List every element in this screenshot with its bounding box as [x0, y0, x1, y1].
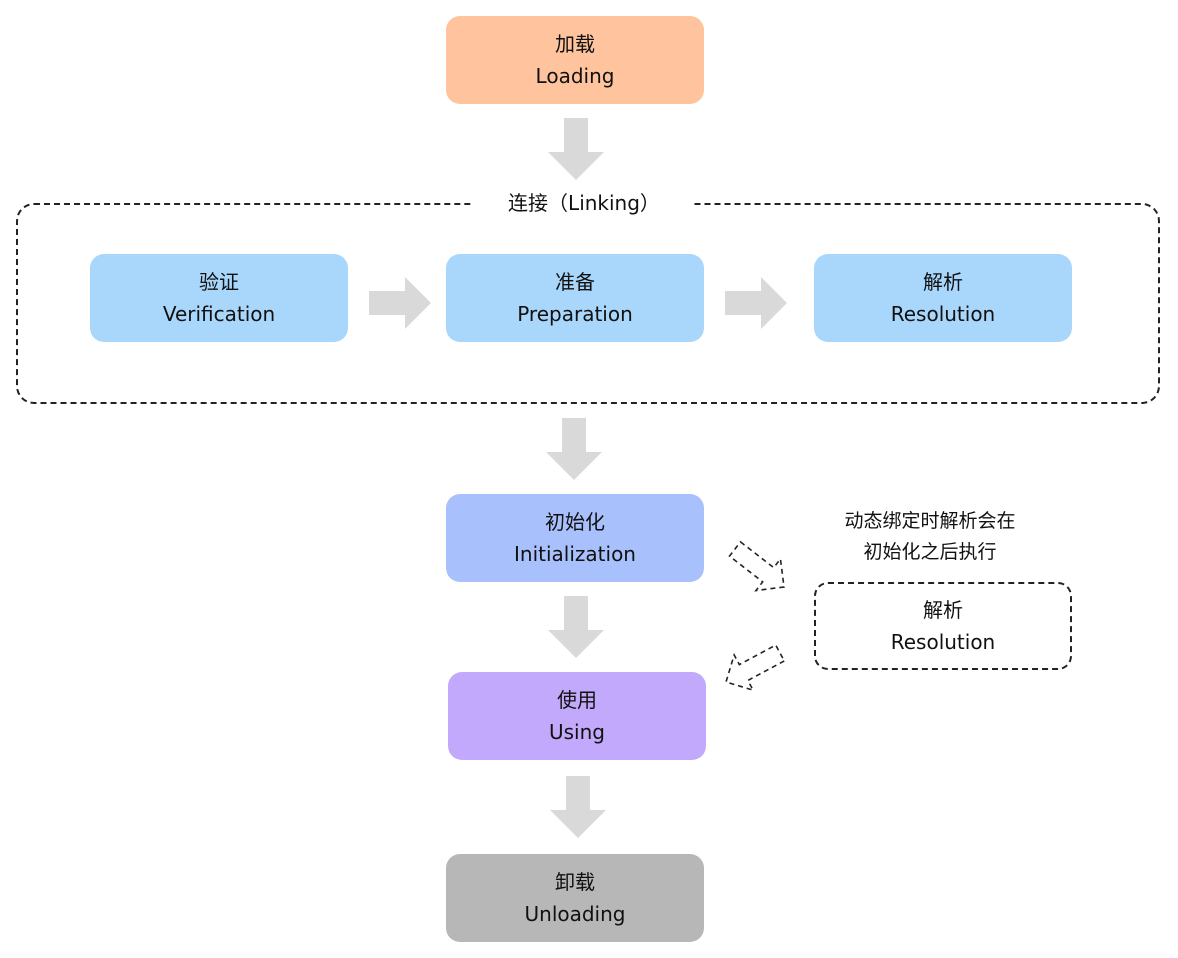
- using-zh: 使用: [557, 688, 597, 712]
- resolution-node: 解析 Resolution: [814, 254, 1072, 342]
- resolution-en: Resolution: [890, 302, 996, 326]
- initialization-zh: 初始化: [545, 510, 605, 534]
- using-node: 使用 Using: [448, 672, 706, 760]
- initialization-node: 初始化 Initialization: [446, 494, 704, 582]
- unloading-node: 卸载 Unloading: [446, 854, 704, 942]
- note-line-1: 动态绑定时解析会在: [844, 510, 1016, 532]
- dynamic-binding-note: 动态绑定时解析会在 初始化之后执行: [790, 506, 1070, 568]
- late-resolution-en: Resolution: [890, 630, 996, 654]
- arrow-preparation-to-resolution: [725, 277, 787, 329]
- dashed-arrow-initialization-to-resolution: [728, 540, 785, 592]
- late-resolution-zh: 解析: [923, 598, 963, 622]
- preparation-zh: 准备: [555, 270, 595, 294]
- dashed-arrow-resolution-to-using: [725, 643, 786, 692]
- verification-node: 验证 Verification: [90, 254, 348, 342]
- arrow-verification-to-preparation: [369, 277, 431, 329]
- arrow-linking-to-initialization: [546, 418, 602, 480]
- resolution-zh: 解析: [923, 270, 963, 294]
- linking-group-label: 连接（Linking）: [474, 186, 694, 220]
- loading-node: 加载 Loading: [446, 16, 704, 104]
- loading-en: Loading: [535, 64, 615, 88]
- preparation-en: Preparation: [517, 302, 633, 326]
- verification-zh: 验证: [199, 270, 239, 294]
- late-resolution-node: 解析 Resolution: [814, 582, 1072, 670]
- preparation-node: 准备 Preparation: [446, 254, 704, 342]
- initialization-en: Initialization: [514, 542, 636, 566]
- loading-zh: 加载: [555, 32, 595, 56]
- note-line-2: 初始化之后执行: [863, 541, 997, 563]
- unloading-en: Unloading: [524, 902, 626, 926]
- arrow-using-to-unloading: [550, 776, 606, 838]
- unloading-zh: 卸载: [555, 870, 595, 894]
- verification-en: Verification: [162, 302, 276, 326]
- using-en: Using: [549, 720, 605, 744]
- arrow-loading-to-linking: [548, 118, 604, 180]
- arrow-initialization-to-using: [548, 596, 604, 658]
